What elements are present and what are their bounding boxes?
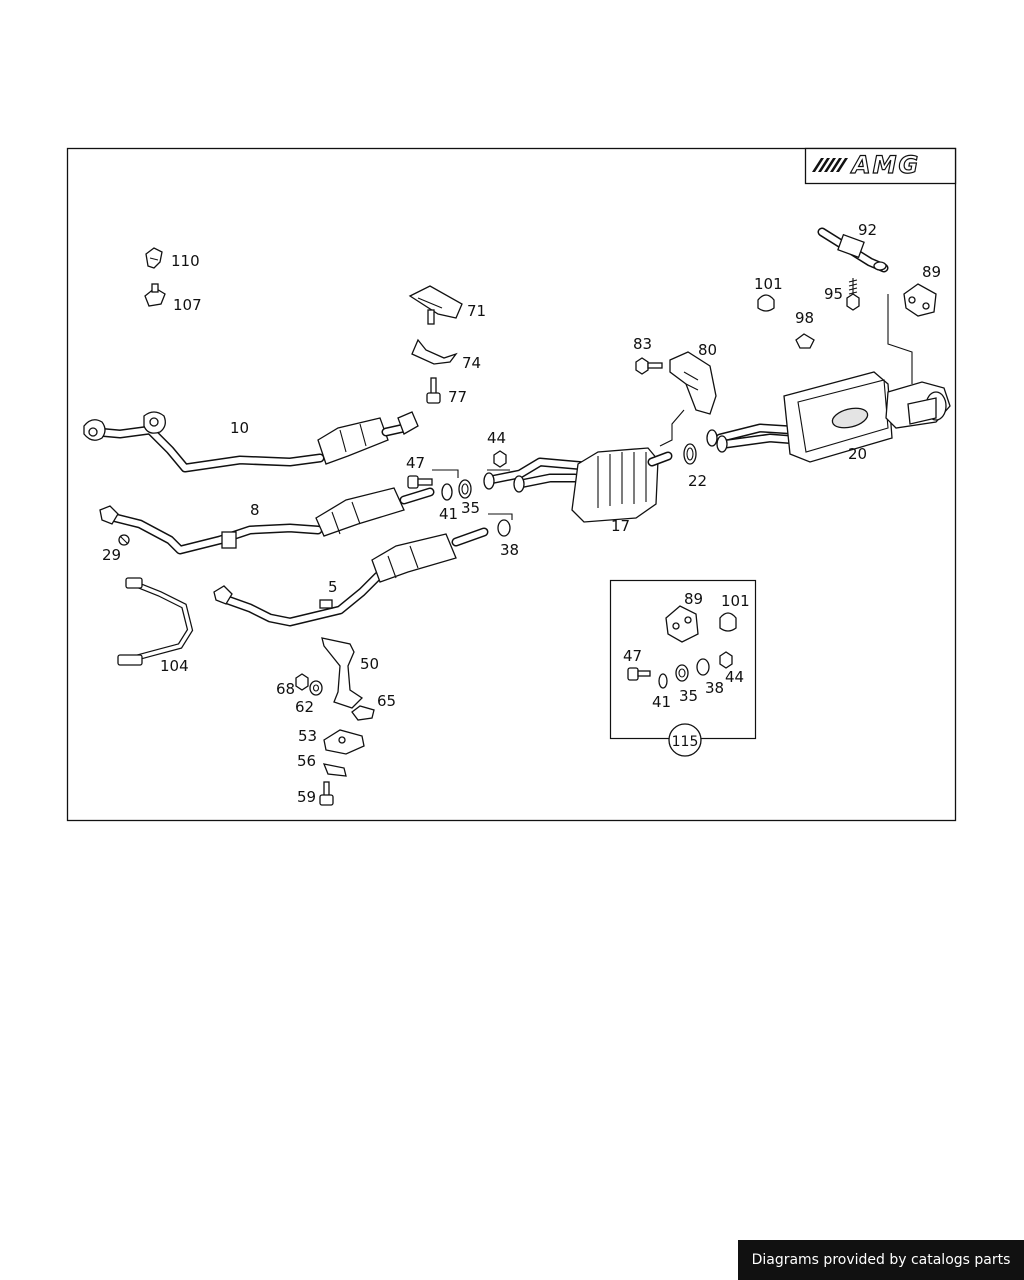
bolt-29 xyxy=(118,534,130,546)
callout-89-top: 89 xyxy=(922,263,941,281)
callout-35-kit: 35 xyxy=(679,687,698,705)
callout-17: 17 xyxy=(611,517,630,535)
callout-38-mid: 38 xyxy=(500,541,519,559)
kit-115-box xyxy=(609,579,757,757)
callout-44-kit: 44 xyxy=(725,668,744,686)
callout-92: 92 xyxy=(858,221,877,239)
callout-20: 20 xyxy=(848,445,867,463)
amg-logo: AMG xyxy=(804,147,957,185)
washer-62 xyxy=(309,680,323,696)
callout-56: 56 xyxy=(297,752,316,770)
callout-41-kit: 41 xyxy=(652,693,671,711)
clamp-53 xyxy=(323,729,365,755)
callout-65: 65 xyxy=(377,692,396,710)
callout-101-kit: 101 xyxy=(721,592,750,610)
nut-68 xyxy=(295,673,309,691)
front-pipe-5 xyxy=(213,527,489,627)
callout-71: 71 xyxy=(467,302,486,320)
clamp-35 xyxy=(458,479,472,499)
clip-98 xyxy=(795,333,815,349)
clip-110 xyxy=(145,247,163,269)
clip-65 xyxy=(351,705,375,721)
rubber-mount-89 xyxy=(903,283,937,317)
nut-44 xyxy=(493,450,507,468)
callout-5: 5 xyxy=(328,578,338,596)
oxygen-sensor-104 xyxy=(117,577,194,666)
callout-62: 62 xyxy=(295,698,314,716)
callout-53: 53 xyxy=(298,727,317,745)
bolt-83 xyxy=(635,357,663,375)
bolt-77 xyxy=(426,377,441,404)
callout-83: 83 xyxy=(633,335,652,353)
callout-107: 107 xyxy=(173,296,202,314)
center-muffler-17 xyxy=(483,447,673,523)
front-pipe-10 xyxy=(83,411,419,473)
callout-68: 68 xyxy=(276,680,295,698)
callout-35-mid: 35 xyxy=(461,499,480,517)
callout-10: 10 xyxy=(230,419,249,437)
rear-muffler-20 xyxy=(706,371,951,463)
svg-text:AMG: AMG xyxy=(850,151,920,179)
callout-89-kit: 89 xyxy=(684,590,703,608)
callout-74: 74 xyxy=(462,354,481,372)
footer-credit: Diagrams provided by catalogs parts xyxy=(738,1240,1024,1280)
callout-47-mid: 47 xyxy=(406,454,425,472)
callout-104: 104 xyxy=(160,657,189,675)
diagram-frame xyxy=(66,147,957,822)
callout-101-top: 101 xyxy=(754,275,783,293)
callout-38-kit: 38 xyxy=(705,679,724,697)
hanger-80 xyxy=(669,351,717,415)
callout-44-mid: 44 xyxy=(487,429,506,447)
callout-50: 50 xyxy=(360,655,379,673)
callout-59: 59 xyxy=(297,788,316,806)
callout-115: 115 xyxy=(672,734,699,750)
bracket-50 xyxy=(321,637,364,709)
callout-98: 98 xyxy=(795,309,814,327)
plate-56 xyxy=(322,763,347,777)
callout-47-kit: 47 xyxy=(623,647,642,665)
callout-80: 80 xyxy=(698,341,717,359)
ring-38 xyxy=(497,519,511,537)
clamp-22 xyxy=(683,443,697,465)
bracket-74 xyxy=(411,338,458,365)
front-pipe-8 xyxy=(99,487,435,555)
callout-95: 95 xyxy=(824,285,843,303)
bracket-71 xyxy=(408,285,463,325)
hanger-bracket-92 xyxy=(817,227,889,273)
callout-22: 22 xyxy=(688,472,707,490)
bumper-101 xyxy=(757,294,775,312)
callout-110: 110 xyxy=(171,252,200,270)
screw-95 xyxy=(846,278,860,311)
bolt-59 xyxy=(319,781,334,806)
clip-107 xyxy=(144,283,166,307)
ring-41 xyxy=(441,483,453,501)
callout-29: 29 xyxy=(102,546,121,564)
callout-77: 77 xyxy=(448,388,467,406)
callout-41-mid: 41 xyxy=(439,505,458,523)
callout-labels: 110 107 71 74 77 92 89 101 95 98 83 80 1… xyxy=(102,221,941,806)
callout-8: 8 xyxy=(250,501,260,519)
bolt-47 xyxy=(407,475,433,489)
